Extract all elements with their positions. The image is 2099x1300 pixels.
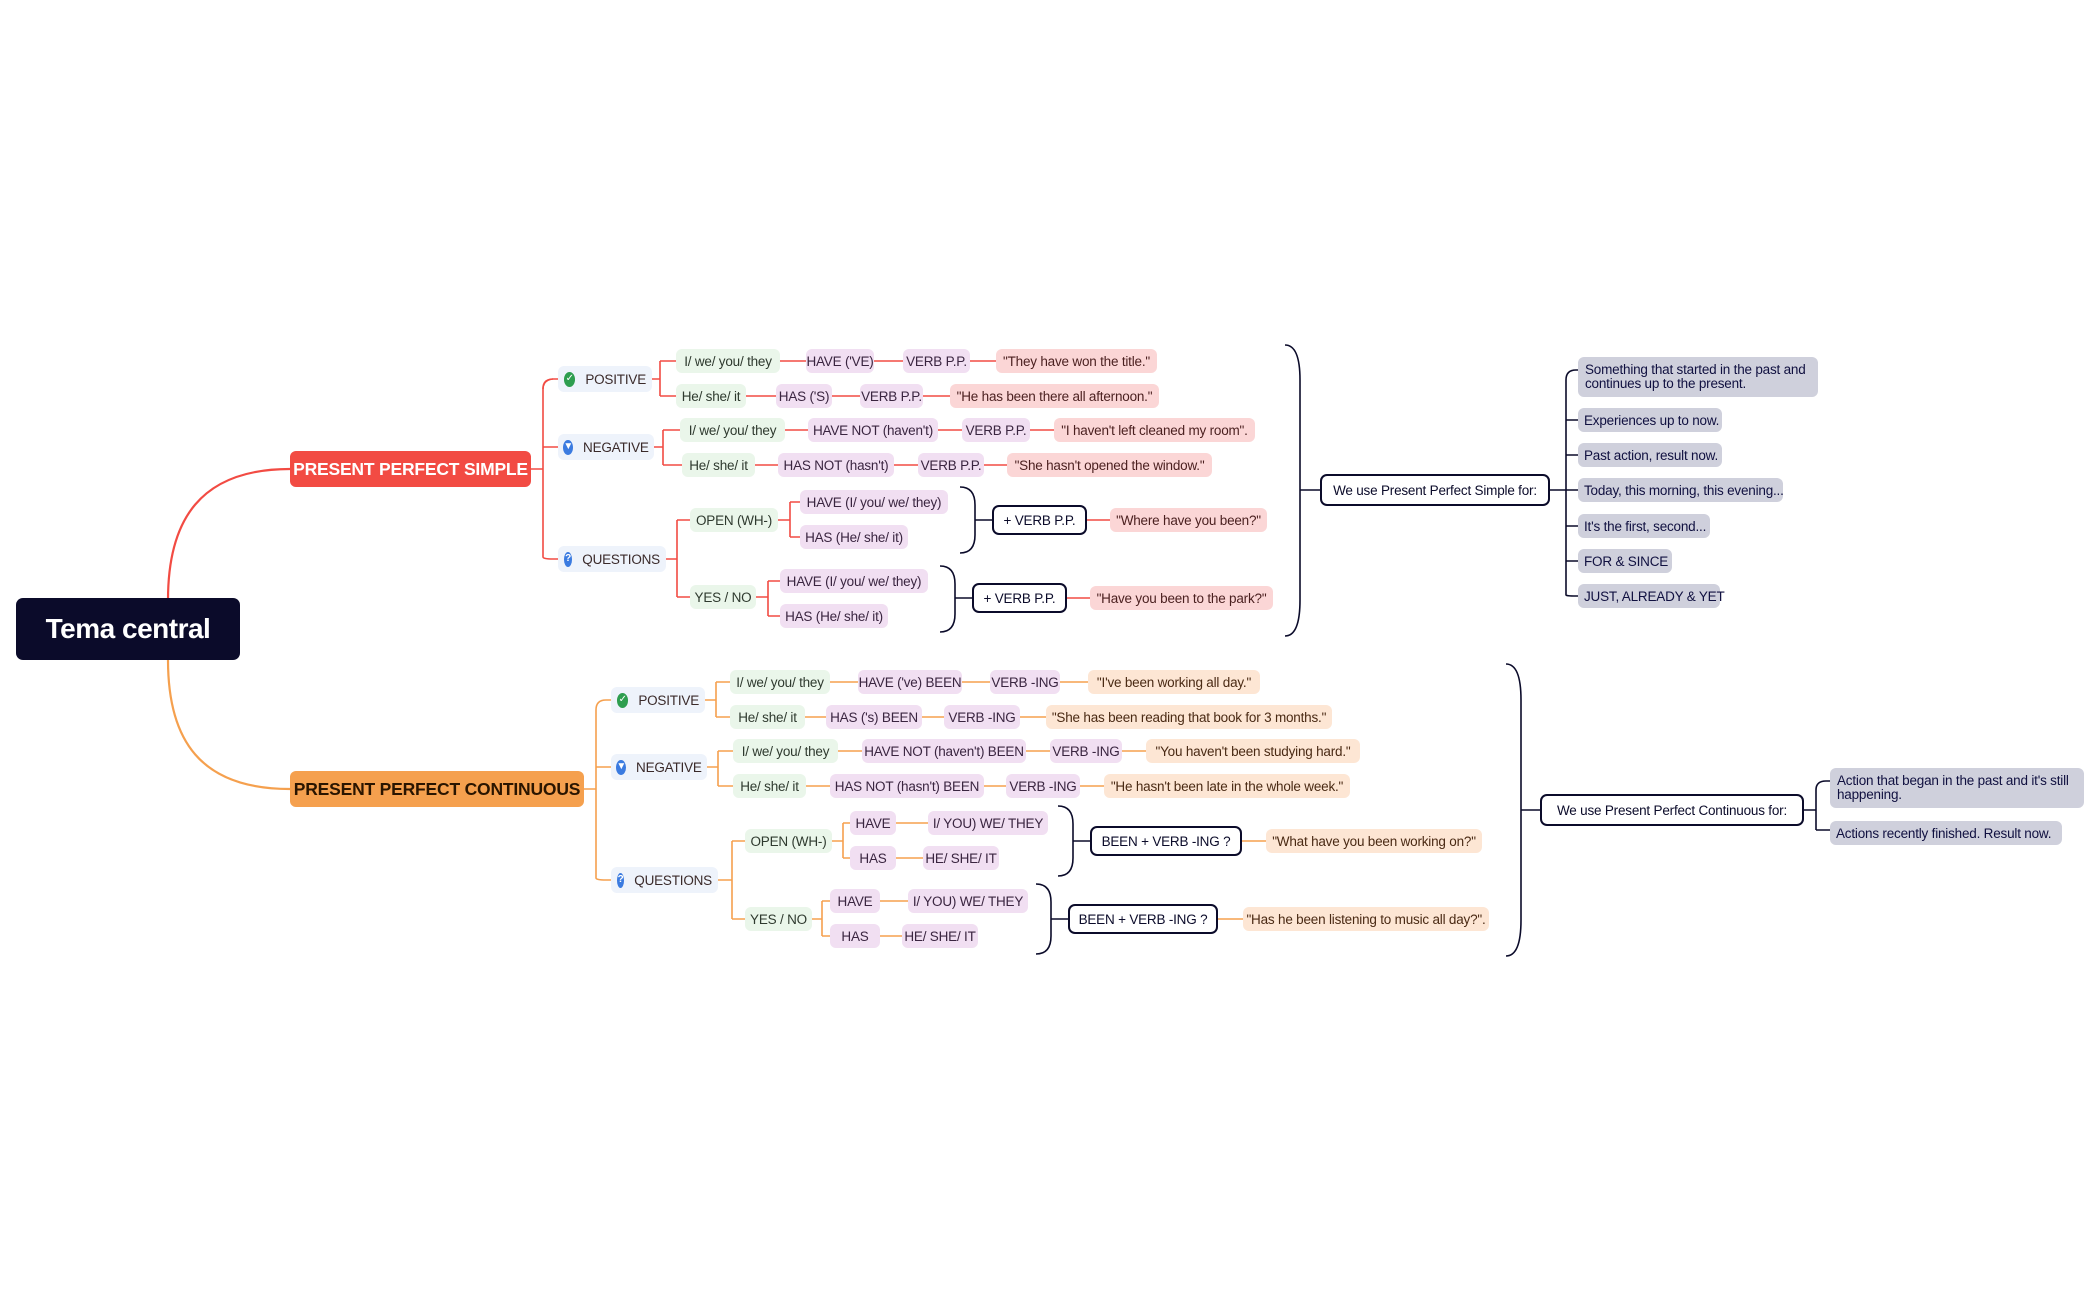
simple-q-open-have[interactable]: HAVE (I/ you/ we/ they) bbox=[800, 490, 948, 514]
thumbs-down-icon: ▼ bbox=[616, 759, 626, 775]
simple-use-item[interactable]: Something that started in the past and c… bbox=[1578, 357, 1818, 397]
simple-neg-example-1[interactable]: "I haven't left cleaned my room". bbox=[1054, 418, 1255, 442]
cont-pos-example-1[interactable]: "I've been working all day." bbox=[1088, 670, 1260, 694]
simple-q-open-example[interactable]: "Where have you been?" bbox=[1110, 508, 1267, 532]
cont-q-yesno-subj1[interactable]: I/ YOU) WE/ THEY bbox=[908, 889, 1028, 913]
cont-q-yesno[interactable]: YES / NO bbox=[745, 907, 812, 931]
cont-pos-verb-2[interactable]: VERB -ING bbox=[944, 705, 1020, 729]
cont-q-open-have[interactable]: HAVE bbox=[850, 811, 896, 835]
simple-questions-label: QUESTIONS bbox=[582, 551, 660, 567]
cont-q-yesno-has[interactable]: HAS bbox=[830, 924, 880, 948]
check-icon: ✓ bbox=[617, 692, 629, 708]
branch-present-perfect-continuous[interactable]: PRESENT PERFECT CONTINUOUS bbox=[290, 771, 584, 807]
continuous-uses-title[interactable]: We use Present Perfect Continuous for: bbox=[1540, 794, 1804, 826]
simple-pos-subject-1[interactable]: I/ we/ you/ they bbox=[676, 349, 780, 373]
continuous-questions-node[interactable]: ? QUESTIONS bbox=[611, 867, 718, 893]
central-topic[interactable]: Tema central bbox=[16, 598, 240, 660]
simple-q-open-verb[interactable]: + VERB P.P. bbox=[992, 505, 1087, 535]
cont-neg-subject-2[interactable]: He/ she/ it bbox=[733, 774, 806, 798]
simple-q-open[interactable]: OPEN (WH-) bbox=[690, 508, 778, 532]
question-icon: ? bbox=[617, 872, 625, 888]
simple-neg-verb-2[interactable]: VERB P.P. bbox=[918, 453, 984, 477]
simple-pos-example-2[interactable]: "He has been there all afternoon." bbox=[950, 384, 1159, 408]
simple-q-yesno-verb[interactable]: + VERB P.P. bbox=[972, 583, 1067, 613]
cont-q-yesno-have[interactable]: HAVE bbox=[830, 889, 880, 913]
simple-pos-aux-1[interactable]: HAVE ('VE) bbox=[806, 349, 874, 373]
check-icon: ✓ bbox=[564, 371, 576, 387]
cont-pos-example-2[interactable]: "She has been reading that book for 3 mo… bbox=[1046, 705, 1332, 729]
simple-pos-example-1[interactable]: "They have won the title." bbox=[996, 349, 1157, 373]
simple-use-item[interactable]: Today, this morning, this evening... bbox=[1578, 478, 1784, 502]
continuous-questions-label: QUESTIONS bbox=[634, 872, 712, 888]
cont-pos-aux-2[interactable]: HAS ('s) BEEN bbox=[826, 705, 922, 729]
simple-pos-subject-2[interactable]: He/ she/ it bbox=[676, 384, 746, 408]
question-icon: ? bbox=[564, 551, 573, 567]
cont-pos-subject-1[interactable]: I/ we/ you/ they bbox=[730, 670, 830, 694]
cont-pos-aux-1[interactable]: HAVE ('ve) BEEN bbox=[858, 670, 962, 694]
simple-negative-node[interactable]: ▼ NEGATIVE bbox=[558, 434, 654, 460]
cont-q-yesno-example[interactable]: "Has he been listening to music all day?… bbox=[1243, 907, 1489, 931]
simple-uses-title[interactable]: We use Present Perfect Simple for: bbox=[1320, 474, 1550, 506]
cont-neg-verb-1[interactable]: VERB -ING bbox=[1050, 739, 1122, 763]
simple-use-item[interactable]: FOR & SINCE bbox=[1578, 549, 1672, 573]
simple-neg-subject-2[interactable]: He/ she/ it bbox=[682, 453, 755, 477]
simple-q-yesno-have[interactable]: HAVE (I/ you/ we/ they) bbox=[780, 569, 928, 593]
cont-neg-example-1[interactable]: "You haven't been studying hard." bbox=[1146, 739, 1360, 763]
simple-q-yesno-example[interactable]: "Have you been to the park?" bbox=[1090, 586, 1273, 610]
continuous-positive-label: POSITIVE bbox=[638, 692, 699, 708]
cont-neg-aux-2[interactable]: HAS NOT (hasn't) BEEN bbox=[830, 774, 984, 798]
simple-positive-label: POSITIVE bbox=[585, 371, 646, 387]
simple-questions-node[interactable]: ? QUESTIONS bbox=[558, 546, 666, 572]
continuous-positive-node[interactable]: ✓ POSITIVE bbox=[611, 687, 705, 713]
simple-use-item[interactable]: Experiences up to now. bbox=[1578, 408, 1722, 432]
cont-q-open-verb[interactable]: BEEN + VERB -ING ? bbox=[1090, 826, 1242, 856]
simple-neg-subject-1[interactable]: I/ we/ you/ they bbox=[680, 418, 785, 442]
simple-neg-example-2[interactable]: "She hasn't opened the window." bbox=[1007, 453, 1212, 477]
simple-use-item[interactable]: JUST, ALREADY & YET bbox=[1578, 584, 1725, 608]
cont-pos-subject-2[interactable]: He/ she/ it bbox=[730, 705, 805, 729]
cont-pos-verb-1[interactable]: VERB -ING bbox=[990, 670, 1060, 694]
simple-q-open-has[interactable]: HAS (He/ she/ it) bbox=[800, 525, 908, 549]
cont-q-open[interactable]: OPEN (WH-) bbox=[745, 829, 832, 853]
simple-q-yesno[interactable]: YES / NO bbox=[690, 585, 756, 609]
cont-neg-aux-1[interactable]: HAVE NOT (haven't) BEEN bbox=[862, 739, 1026, 763]
continuous-negative-node[interactable]: ▼ NEGATIVE bbox=[611, 754, 707, 780]
continuous-negative-label: NEGATIVE bbox=[636, 759, 702, 775]
simple-use-item[interactable]: It's the first, second... bbox=[1578, 514, 1710, 538]
simple-pos-aux-2[interactable]: HAS ('S) bbox=[776, 384, 832, 408]
cont-q-yesno-subj2[interactable]: HE/ SHE/ IT bbox=[902, 924, 978, 948]
continuous-use-item[interactable]: Action that began in the past and it's s… bbox=[1830, 768, 2084, 808]
simple-neg-verb-1[interactable]: VERB P.P. bbox=[962, 418, 1030, 442]
simple-pos-verb-1[interactable]: VERB P.P. bbox=[903, 349, 970, 373]
branch-present-perfect-simple[interactable]: PRESENT PERFECT SIMPLE bbox=[290, 451, 531, 487]
simple-neg-aux-2[interactable]: HAS NOT (hasn't) bbox=[778, 453, 894, 477]
cont-q-open-subj2[interactable]: HE/ SHE/ IT bbox=[923, 846, 999, 870]
simple-neg-aux-1[interactable]: HAVE NOT (haven't) bbox=[808, 418, 938, 442]
simple-use-item[interactable]: Past action, result now. bbox=[1578, 443, 1722, 467]
simple-positive-node[interactable]: ✓ POSITIVE bbox=[558, 366, 652, 392]
cont-neg-verb-2[interactable]: VERB -ING bbox=[1006, 774, 1080, 798]
cont-q-open-has[interactable]: HAS bbox=[850, 846, 896, 870]
simple-pos-verb-2[interactable]: VERB P.P. bbox=[860, 384, 923, 408]
simple-negative-label: NEGATIVE bbox=[583, 439, 649, 455]
cont-q-yesno-verb[interactable]: BEEN + VERB -ING ? bbox=[1068, 904, 1218, 934]
cont-q-open-subj1[interactable]: I/ YOU) WE/ THEY bbox=[928, 811, 1048, 835]
cont-q-open-example[interactable]: "What have you been working on?" bbox=[1266, 829, 1482, 853]
continuous-use-item[interactable]: Actions recently finished. Result now. bbox=[1830, 821, 2062, 845]
cont-neg-subject-1[interactable]: I/ we/ you/ they bbox=[733, 739, 838, 763]
simple-q-yesno-has[interactable]: HAS (He/ she/ it) bbox=[780, 604, 888, 628]
thumbs-down-icon: ▼ bbox=[563, 439, 573, 455]
cont-neg-example-2[interactable]: "He hasn't been late in the whole week." bbox=[1104, 774, 1350, 798]
